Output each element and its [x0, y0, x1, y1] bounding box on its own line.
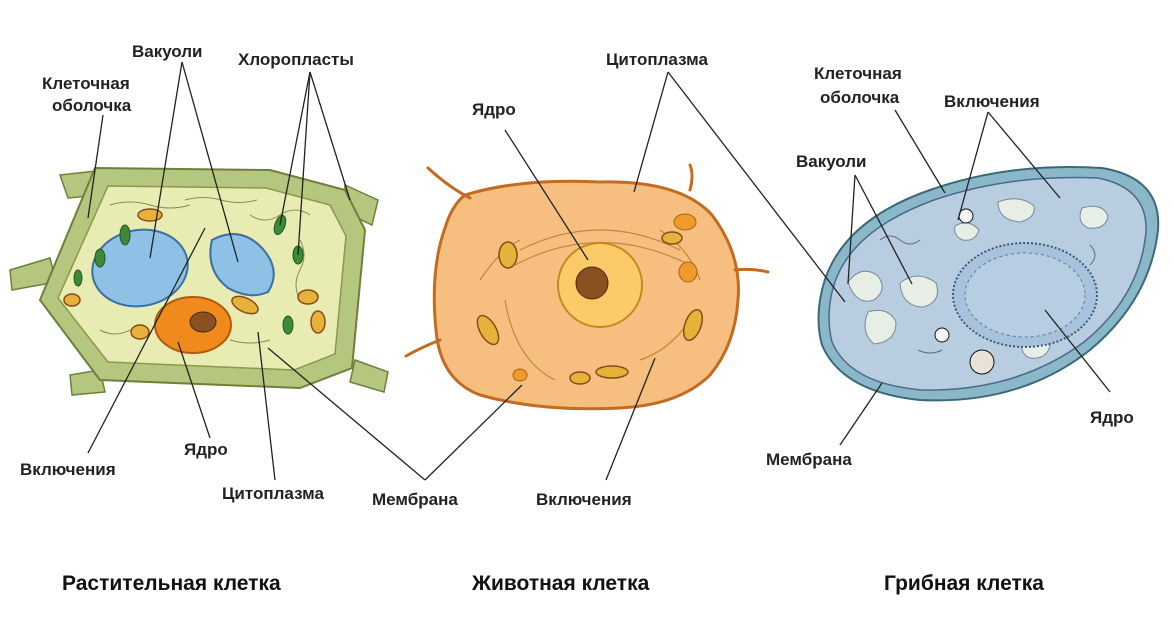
- animal-cell: [404, 163, 770, 411]
- membrane-leader-animal: [424, 384, 523, 481]
- plant-label-nucleus: Ядро: [184, 440, 228, 459]
- fungal-membrane-network: [879, 235, 1096, 354]
- fungal-label-vacuoles: Вакуоли: [796, 152, 867, 171]
- plant-nucleolus: [189, 311, 217, 333]
- plant-inclusions-leader: [87, 227, 206, 454]
- plant-cytoplasm-leader: [257, 331, 276, 481]
- fungal-label-nucleus: Ядро: [1090, 408, 1134, 427]
- fungal-nucleus-inner: [964, 252, 1086, 338]
- fungal-vacuoles-leader-1: [847, 174, 856, 285]
- plant-vacuole-right: [209, 233, 275, 297]
- animal-vesicles: [512, 213, 698, 382]
- fungal-membrane-leader: [839, 382, 883, 446]
- fungal-cell: [817, 165, 1160, 402]
- plant-vacuoles-leader-left: [149, 61, 183, 259]
- fungal-label-inclusions: Включения: [944, 92, 1040, 111]
- animal-label-cytoplasm: Цитоплазма: [606, 50, 708, 69]
- animal-label-nucleus: Ядро: [472, 100, 516, 119]
- animal-nucleolus: [575, 266, 609, 300]
- animal-label-membrane: Мембрана: [372, 490, 458, 509]
- plant-wall-leader: [87, 114, 104, 219]
- plant-mitochondria: [63, 208, 326, 340]
- plant-caption: Растительная клетка: [62, 572, 281, 595]
- fungal-label-wall-line2: оболочка: [820, 88, 900, 107]
- animal-cytoplasm-leader-1: [633, 71, 669, 193]
- plant-nucleus-leader: [177, 341, 211, 439]
- plant-vacuole-left: [91, 228, 189, 308]
- plant-chloroplast-leader-3: [309, 71, 351, 201]
- fungal-label-membrane: Мембрана: [766, 450, 852, 469]
- fungal-nucleus-leader: [1044, 309, 1111, 393]
- membrane-leader-plant: [267, 347, 426, 481]
- fungal-caption: Грибная клетка: [884, 572, 1044, 595]
- animal-caption: Животная клетка: [472, 572, 650, 595]
- plant-chloroplast-leader-1: [279, 71, 311, 226]
- fungal-vacuoles-leader-2: [854, 174, 913, 285]
- plant-label-inclusions: Включения: [20, 460, 116, 479]
- animal-processes: [404, 163, 770, 358]
- fungal-wall-leader: [894, 109, 946, 194]
- animal-label-inclusions: Включения: [536, 490, 632, 509]
- plant-label-chloroplasts: Хлоропласты: [238, 50, 354, 69]
- plant-label-wall-line2: оболочка: [52, 96, 132, 115]
- plant-label-cytoplasm: Цитоплазма: [222, 484, 324, 503]
- fungal-vacuoles: [847, 198, 1109, 359]
- fungal-inclusions-leader-1: [957, 111, 989, 221]
- animal-inclusions-leader: [605, 357, 656, 481]
- animal-mitochondria: [476, 231, 704, 385]
- plant-label-vacuoles: Вакуоли: [132, 42, 203, 61]
- fungal-inclusions: [934, 208, 995, 375]
- animal-cytoplasm-leader-2: [667, 71, 846, 303]
- fungal-label-wall-line1: Клеточная: [814, 64, 902, 83]
- animal-nucleus-leader: [504, 129, 589, 261]
- plant-chloroplast-leader-2: [297, 71, 311, 256]
- plant-vacuoles-leader-right: [181, 61, 239, 263]
- plant-cell: [9, 166, 389, 396]
- leader-lines: [87, 61, 1111, 481]
- plant-label-wall-line1: Клеточная: [42, 74, 130, 93]
- fungal-inclusions-leader-2: [987, 111, 1061, 199]
- plant-neighbor-walls: [9, 169, 389, 396]
